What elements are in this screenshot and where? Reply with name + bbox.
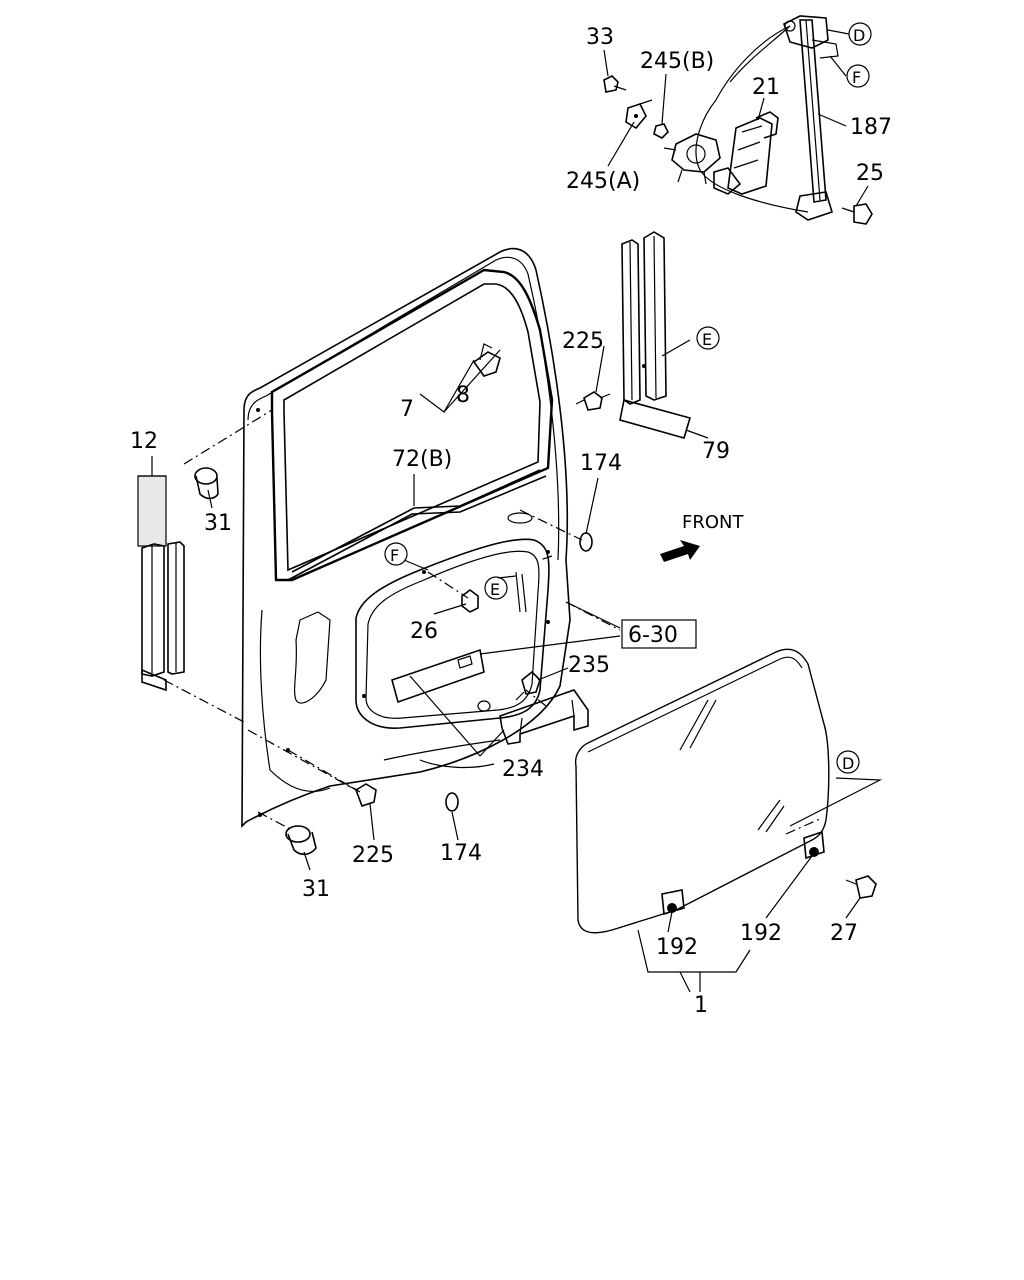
label-192-right: 192: [740, 921, 782, 946]
door-glass: [574, 648, 830, 934]
label-e-top: E: [702, 330, 712, 349]
label-245b: 245(B): [640, 49, 714, 74]
stopper-31-top: [194, 467, 219, 500]
rear-channel: [137, 475, 185, 692]
label-d-top: D: [853, 26, 865, 45]
label-26: 26: [410, 619, 438, 644]
label-225-bottom: 225: [352, 843, 394, 868]
label-235: 235: [568, 653, 610, 678]
label-e-mid: E: [490, 580, 500, 599]
label-d-right: D: [842, 754, 854, 773]
label-174-top: 174: [580, 451, 622, 476]
label-174-bottom: 174: [440, 841, 482, 866]
bolt-235: [515, 670, 541, 701]
label-234: 234: [502, 757, 544, 782]
label-245a: 245(A): [566, 169, 640, 194]
bracket-234: [499, 689, 589, 745]
label-6-30: 6-30: [628, 623, 678, 648]
label-72b: 72(B): [392, 447, 452, 472]
ref-box-6-30: [621, 619, 697, 649]
stopper-31-bottom: [285, 825, 317, 856]
plug-174-bottom: [445, 792, 459, 812]
bolt-27: [845, 875, 877, 899]
label-192-left: 192: [656, 935, 698, 960]
label-225-top: 225: [562, 329, 604, 354]
label-31-bottom: 31: [302, 877, 330, 902]
label-27: 27: [830, 921, 858, 946]
front-arrow-icon: [660, 540, 700, 562]
label-12: 12: [130, 429, 158, 454]
bolt-225-top: [583, 391, 611, 411]
label-21: 21: [752, 75, 780, 100]
label-33: 33: [586, 25, 614, 50]
run-clip: [472, 343, 501, 377]
label-front: FRONT: [682, 512, 744, 533]
door-panel: [241, 247, 571, 828]
front-channel: [619, 231, 692, 439]
plug-174-top: [579, 532, 593, 552]
nut-26: [461, 589, 479, 613]
label-25: 25: [856, 161, 884, 186]
label-31-top: 31: [204, 511, 232, 536]
label-1: 1: [694, 993, 708, 1018]
label-8: 8: [456, 383, 470, 408]
label-f-mid: F: [390, 546, 399, 565]
label-187: 187: [850, 115, 892, 140]
label-7: 7: [400, 397, 414, 422]
label-79: 79: [702, 439, 730, 464]
window-regulator: [603, 15, 873, 225]
label-f-top: F: [852, 68, 861, 87]
